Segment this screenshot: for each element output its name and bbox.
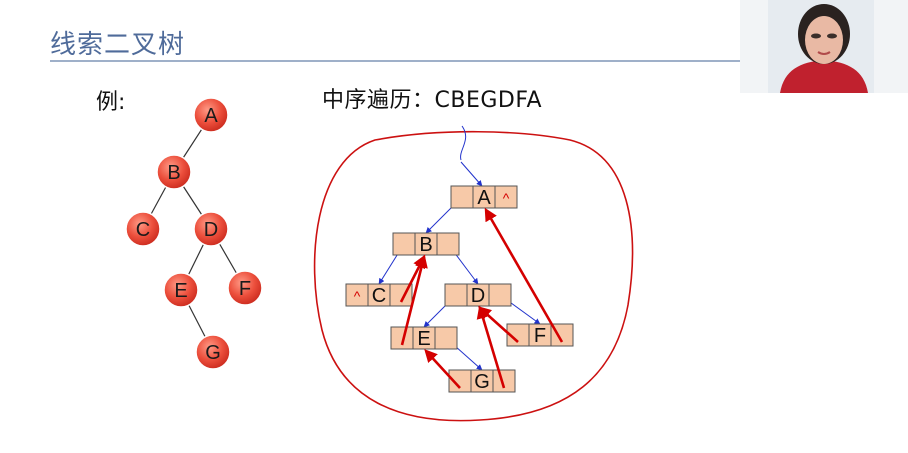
thread-link-F-A — [484, 207, 564, 343]
tree-node-G: G — [195, 334, 231, 370]
threaded-node-E-right-cell — [434, 326, 458, 350]
tree-node-E: E — [163, 272, 199, 308]
tree-node-label-B: B — [167, 162, 180, 184]
threaded-node-label-B: B — [419, 234, 432, 256]
threaded-node-B: B — [392, 232, 460, 256]
tree-node-label-F: F — [239, 278, 251, 300]
thread-link-G-D — [476, 305, 506, 389]
threaded-node-G: G — [448, 369, 516, 393]
tree-node-A: A — [193, 97, 229, 133]
threaded-node-A-left-cell — [450, 185, 474, 209]
threaded-node-B-left-cell — [392, 232, 416, 256]
threaded-node-label-G: G — [474, 371, 490, 393]
tree-nodes: A B C D E F G — [125, 97, 263, 370]
threaded-node-A-right-cell — [494, 185, 518, 209]
threaded-node-D-right-cell — [488, 283, 512, 307]
slide-title: 线索二叉树 — [50, 30, 186, 60]
threaded-node-E: E — [390, 326, 458, 350]
head-pointer-curve — [460, 125, 467, 161]
null-marker-A-right: ^ — [503, 190, 510, 206]
threaded-node-label-F: F — [534, 325, 546, 347]
thread-links — [399, 207, 564, 389]
inorder-traversal-label: 中序遍历：CBEGDFA — [322, 88, 543, 113]
tree-node-F: F — [227, 270, 263, 306]
threaded-node-D: D — [444, 283, 512, 307]
threaded-region-outline — [313, 130, 634, 422]
tree-node-label-A: A — [204, 105, 218, 127]
threaded-node-F-right-cell — [550, 323, 574, 347]
threaded-node-label-E: E — [417, 328, 430, 350]
head-pointer — [460, 161, 483, 187]
threaded-node-G-right-cell — [492, 369, 516, 393]
presenter-webcam — [740, 0, 908, 93]
thread-link-G-E — [424, 349, 461, 389]
threaded-node-label-D: D — [471, 285, 485, 307]
thread-link-F-D — [478, 306, 519, 343]
tree-node-label-E: E — [174, 280, 187, 302]
tree-node-B: B — [156, 154, 192, 190]
threaded-node-D-left-cell — [444, 283, 468, 307]
tree-node-D: D — [193, 211, 229, 247]
tree-node-label-G: G — [205, 342, 221, 364]
thread-link-E-B — [400, 254, 428, 346]
example-label: 例: — [96, 90, 126, 115]
title-divider — [50, 60, 740, 62]
threaded-node-A: A^ — [450, 185, 518, 209]
tree-node-C: C — [125, 211, 161, 247]
null-marker-C-left: ^ — [354, 288, 361, 304]
threaded-node-label-C: C — [372, 285, 386, 307]
threaded-node-F: F — [506, 323, 574, 347]
threaded-node-B-right-cell — [436, 232, 460, 256]
tree-node-label-D: D — [204, 219, 218, 241]
threaded-node-C: C^ — [345, 283, 413, 307]
tree-node-label-C: C — [136, 219, 150, 241]
threaded-node-label-A: A — [477, 187, 491, 209]
threaded-node-E-left-cell — [390, 326, 414, 350]
